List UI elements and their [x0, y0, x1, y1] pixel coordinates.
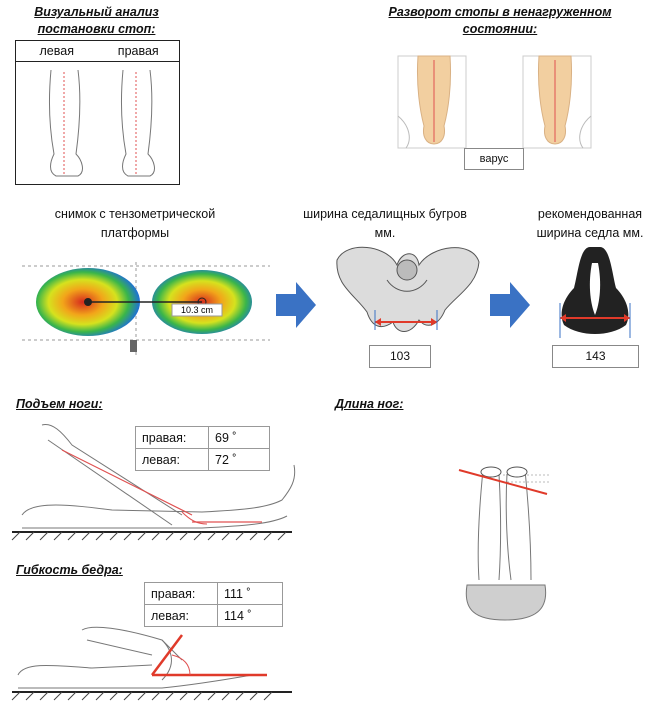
feet-visual-title: Визуальный анализ постановки стоп: — [34, 5, 159, 36]
leg-length-image — [458, 466, 550, 621]
arrow-right-icon-2 — [490, 282, 530, 328]
sit-bones-value: 103 — [369, 345, 431, 368]
arrow-right-icon — [276, 282, 316, 328]
leg-raise-right-value: 69 — [215, 430, 229, 445]
feet-drawing — [49, 69, 155, 177]
leg-raise-table: правая: 69 ˚ левая: 72 ˚ — [135, 426, 270, 471]
hip-flex-title: Гибкость бедра: — [16, 563, 123, 577]
hip-flex-table: правая: 111 ˚ левая: 114 ˚ — [144, 582, 283, 627]
table-row: правая: 69 ˚ — [135, 426, 270, 449]
pressure-map-label: снимок с тензометрической платформы — [54, 207, 216, 240]
feet-visual-box: левая правая — [15, 40, 180, 185]
saddle-value: 143 — [552, 345, 639, 368]
leg-raise-title: Подъем ноги: — [16, 397, 103, 411]
leg-length-title: Длина ног: — [335, 397, 404, 411]
sit-bones-label: ширина седалищных бугров мм. — [303, 207, 467, 240]
foot-unloaded-title: Разворот стопы в ненагруженном состоянии… — [388, 5, 612, 36]
foot-unloaded-result: варус — [464, 148, 524, 170]
leg-raise-left-label: левая: — [135, 448, 209, 471]
saddle-label: рекомендованная ширина седла мм. — [536, 207, 644, 240]
leg-raise-left-value: 72 — [215, 452, 229, 467]
hip-flex-image — [11, 626, 292, 701]
foot-unloaded-left-image — [397, 55, 467, 149]
hip-flex-right-label: правая: — [144, 582, 218, 605]
leg-raise-image — [11, 423, 296, 541]
pressure-map-image: 10.3 cm — [22, 262, 270, 357]
hip-flex-left-value: 114 — [224, 608, 244, 623]
table-row: левая: 114 ˚ — [144, 604, 283, 627]
hip-flex-right-value: 111 — [224, 586, 244, 601]
table-row: левая: 72 ˚ — [135, 448, 270, 471]
feet-col-left: левая — [39, 44, 74, 58]
pelvis-image — [336, 246, 480, 332]
table-row: правая: 111 ˚ — [144, 582, 283, 605]
saddle-image — [559, 247, 631, 338]
pressure-distance-label: 10.3 cm — [181, 305, 213, 315]
feet-col-right: правая — [117, 44, 159, 58]
foot-unloaded-right-image — [522, 55, 592, 149]
